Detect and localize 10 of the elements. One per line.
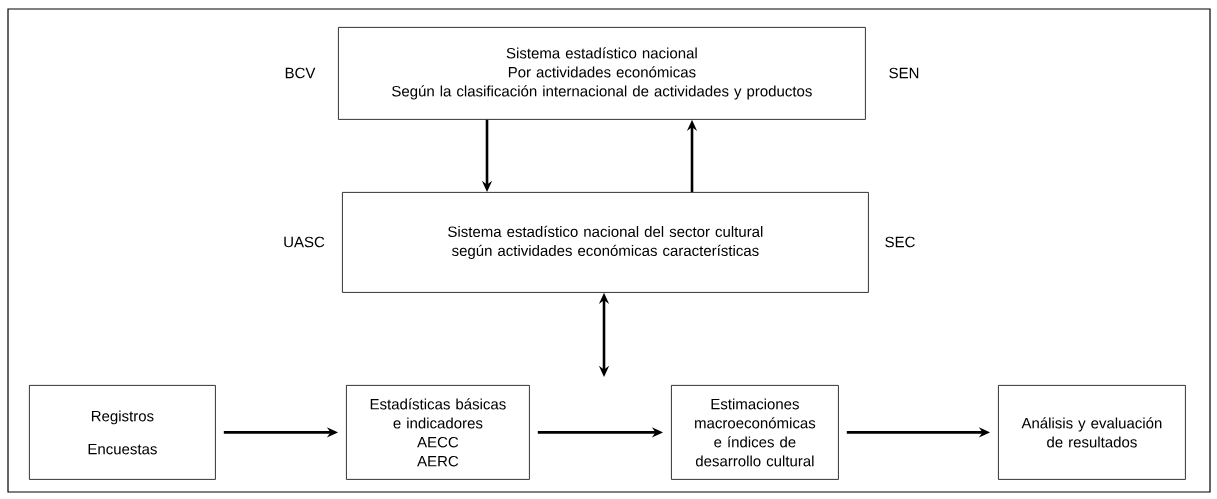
text-box: Sistema estadístico nacional Por actividades económicas Según la clasificación internacional de actividades y productos (338, 27, 866, 120)
side-label: SEC (885, 236, 915, 248)
text-box: Registros Encuestas (29, 385, 216, 480)
text-box: Estimaciones macroeconómicas e índices de desarrollo cultural (671, 385, 839, 480)
side-label: SEN (889, 67, 919, 79)
side-label: UASC (284, 236, 325, 248)
text-box: Análisis y evaluación de resultados (998, 385, 1186, 480)
text-box: Sistema estadístico nacional del sector cultural según actividades económicas características (342, 192, 869, 293)
side-label: BCV (285, 67, 316, 79)
text-box: Estadísticas básicas e indicadores AECC AERC (346, 385, 530, 480)
